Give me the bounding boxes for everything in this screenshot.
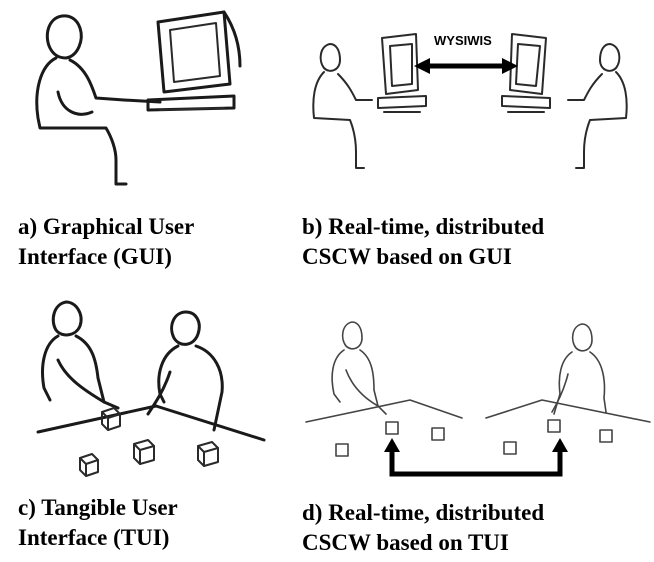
caption-c-line1: c) Tangible User — [18, 495, 178, 520]
gui-user-illustration — [35, 10, 242, 186]
panel-c: c) Tangible User Interface (TUI) — [0, 290, 300, 562]
panel-d: d) Real-time, distributed CSCW based on … — [300, 290, 654, 562]
panel-b: WYSIWIS b) Real-time, distributed CSCW b… — [300, 0, 654, 280]
wysiwis-label: WYSIWIS — [434, 33, 492, 48]
caption-c: c) Tangible User Interface (TUI) — [18, 493, 178, 553]
caption-b-line1: b) Real-time, distributed — [302, 214, 545, 239]
caption-a-line2: Interface (GUI) — [18, 244, 172, 269]
caption-b-line2: CSCW based on GUI — [302, 244, 512, 269]
caption-a: a) Graphical User Interface (GUI) — [18, 212, 194, 272]
panel-a: a) Graphical User Interface (GUI) — [0, 0, 300, 280]
caption-d-line1: d) Real-time, distributed — [302, 500, 545, 525]
caption-d-line2: CSCW based on TUI — [302, 530, 509, 555]
caption-c-line2: Interface (TUI) — [18, 525, 170, 550]
tui-users-illustration — [36, 300, 266, 477]
cscw-tui-illustration — [305, 321, 651, 477]
caption-a-line1: a) Graphical User — [18, 214, 195, 239]
caption-d: d) Real-time, distributed CSCW based on … — [302, 498, 544, 558]
caption-b: b) Real-time, distributed CSCW based on … — [302, 212, 544, 272]
cscw-gui-illustration — [312, 33, 628, 169]
